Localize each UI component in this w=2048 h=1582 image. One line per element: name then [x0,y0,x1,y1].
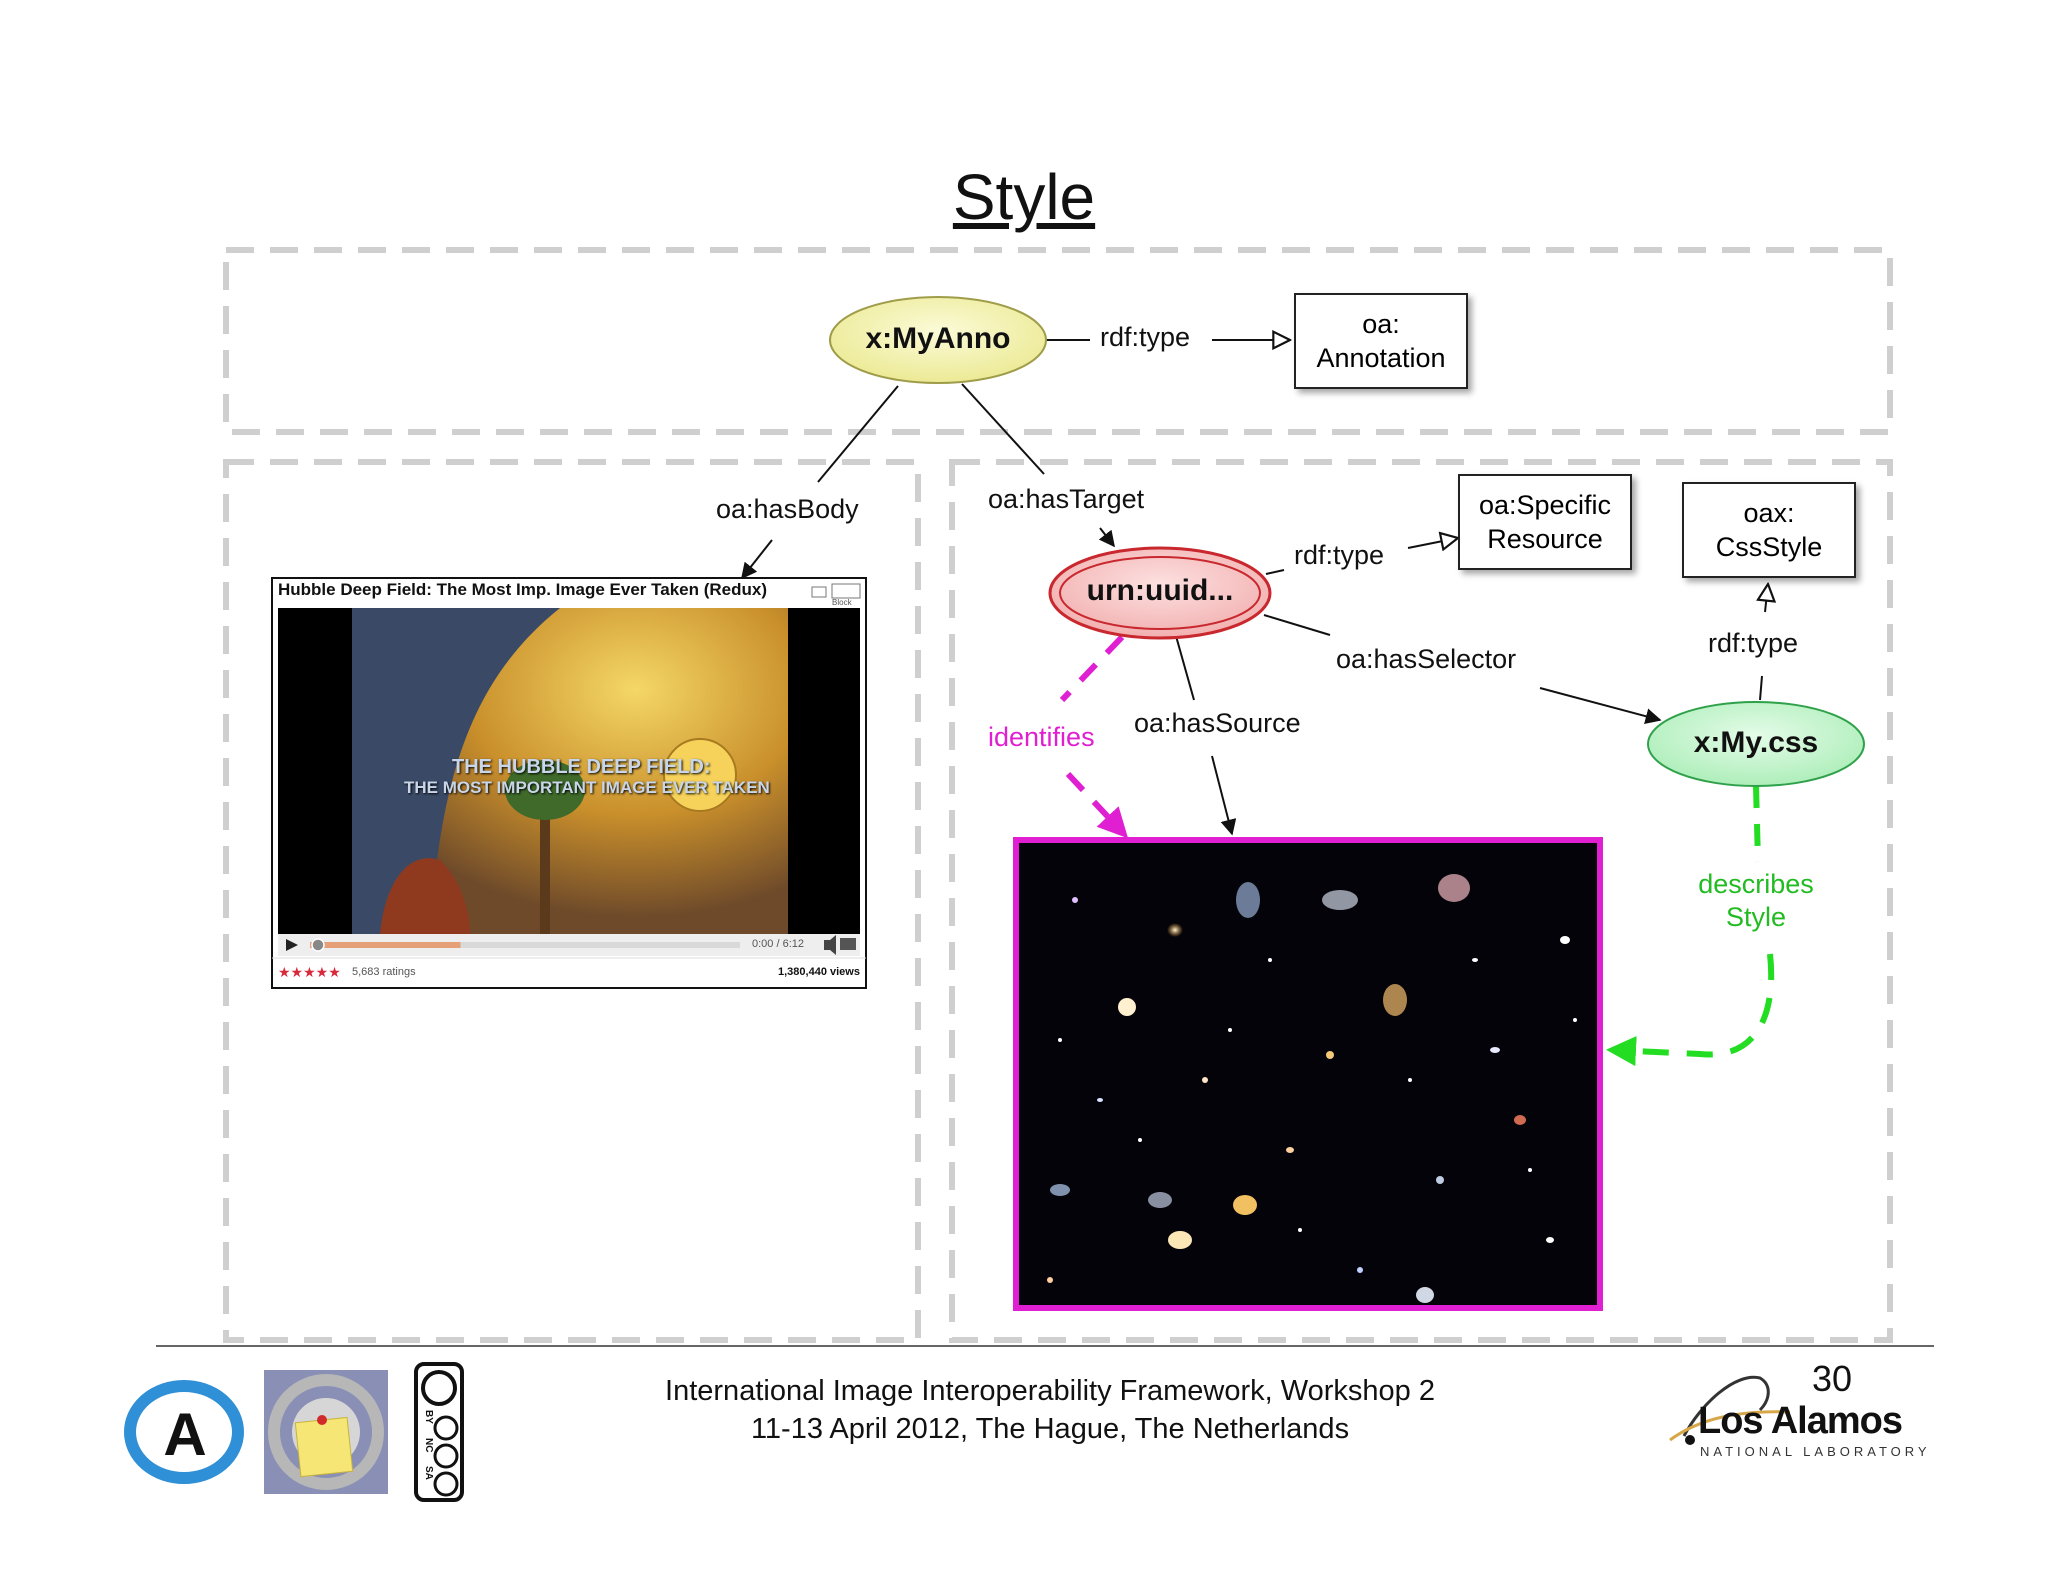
video-overlay-line1: THE HUBBLE DEEP FIELD: [452,756,711,778]
footer-line2: 11-13 April 2012, The Hague, The Netherl… [750,1413,1350,1445]
lanl-swoosh [1682,1375,1770,1437]
volume-icon[interactable] [824,935,836,955]
node-target-shape [1048,546,1272,640]
rating-stars[interactable]: ★★★★★ [278,964,341,980]
label-describes-style: describes Style [1696,868,1816,934]
video-block-label: Block [832,598,852,607]
edge-has-source-b [1211,755,1237,836]
video-artwork-figure [380,858,470,934]
edge-rdf-type-2a [1265,569,1285,575]
class-annotation-box: oa: Annotation [1294,293,1468,389]
edge-rdf-type-3a [1759,675,1763,701]
label-has-body: oa:hasBody [716,494,859,524]
class-specific-resource-box: oa:Specific Resource [1458,474,1632,570]
slide-title: Style [952,161,1096,233]
edge-has-target-a [961,383,1045,475]
cc-label-sa: SA [423,1466,434,1480]
class-specific-resource-line2: Resource [1487,524,1603,554]
video-overlay-line2: THE MOST IMPORTANT IMAGE EVER TAKEN [404,778,770,797]
class-css-style-line1: oax: [1743,498,1795,528]
label-describes-line2: Style [1725,902,1787,932]
class-annotation-line2: Annotation [1316,343,1446,373]
edge-identifies-a [1059,634,1125,703]
edge-has-body-a [817,385,899,483]
video-progress-fill [310,942,461,948]
annotation-a-letter: A [163,1401,207,1468]
edge-describes-a [1753,785,1761,863]
video-views: 1,380,440 views [778,966,860,978]
node-anno-shape [829,296,1047,384]
video-scrubber[interactable] [311,938,325,952]
edge-identifies-b [1065,771,1129,839]
edge-has-body-b [741,539,773,580]
footer-line1: International Image Interoperability Fra… [665,1375,1435,1407]
node-target-inner-ring [1059,556,1261,630]
footer-text: International Image Interoperability Fra… [500,1372,1600,1448]
player-embed-icon[interactable] [811,586,827,598]
class-specific-resource-line1: oa:Specific [1478,490,1612,520]
node-anno: x:MyAnno [865,322,1011,355]
hubble-image [1013,837,1603,1311]
edge-rdf-type-3b [1765,584,1768,613]
label-has-target: oa:hasTarget [988,484,1145,514]
label-rdf-type-3: rdf:type [1708,628,1799,658]
page-number: 30 [1812,1358,1853,1399]
lanl-logo-subtitle: NATIONAL LABORATORY [1700,1444,1931,1459]
target-region-box [949,459,1893,1343]
label-rdf-type-2: rdf:type [1294,540,1385,570]
node-css-shape [1647,701,1865,787]
video-progress-track[interactable] [310,942,740,948]
video-title[interactable]: Hubble Deep Field: The Most Imp. Image E… [278,580,767,599]
edge-has-selector-b [1539,687,1662,725]
label-describes-line1: describes [1698,869,1814,899]
fullscreen-icon[interactable] [840,938,856,950]
video-artwork-sun [663,738,737,812]
edge-has-selector-a [1263,614,1331,636]
video-artwork-canopy [505,760,585,820]
edge-has-target-b [1098,527,1115,548]
edge-has-source-a [1175,635,1195,701]
play-icon[interactable] [286,939,298,951]
video-time: 0:00 / 6:12 [752,938,804,950]
node-css: x:My.css [1693,726,1819,759]
class-annotation-line1: oa: [1362,309,1400,339]
hubble-galaxies [1047,874,1577,1303]
node-target: urn:uuid... [1086,574,1234,607]
body-region-box [223,459,921,1343]
label-identifies: identifies [988,722,1095,752]
cc-labels: BY NC SA [412,1410,444,1496]
video-artwork-starfield [352,608,560,934]
player-block-icon[interactable] [831,583,861,599]
label-has-source: oa:hasSource [1134,708,1301,738]
video-artwork-tree [540,800,550,934]
lanl-logo-name: Los Alamos [1698,1400,1903,1442]
class-css-style-box: oax: CssStyle [1682,482,1856,578]
label-has-selector: oa:hasSelector [1336,644,1517,674]
video-ratings: 5,683 ratings [352,966,416,978]
annotation-a-logo [124,1380,244,1484]
label-rdf-type-1: rdf:type [1100,322,1191,352]
edge-rdf-type-2b [1407,538,1458,548]
class-css-style-line2: CssStyle [1715,532,1823,562]
edge-describes-b [1606,953,1775,1067]
